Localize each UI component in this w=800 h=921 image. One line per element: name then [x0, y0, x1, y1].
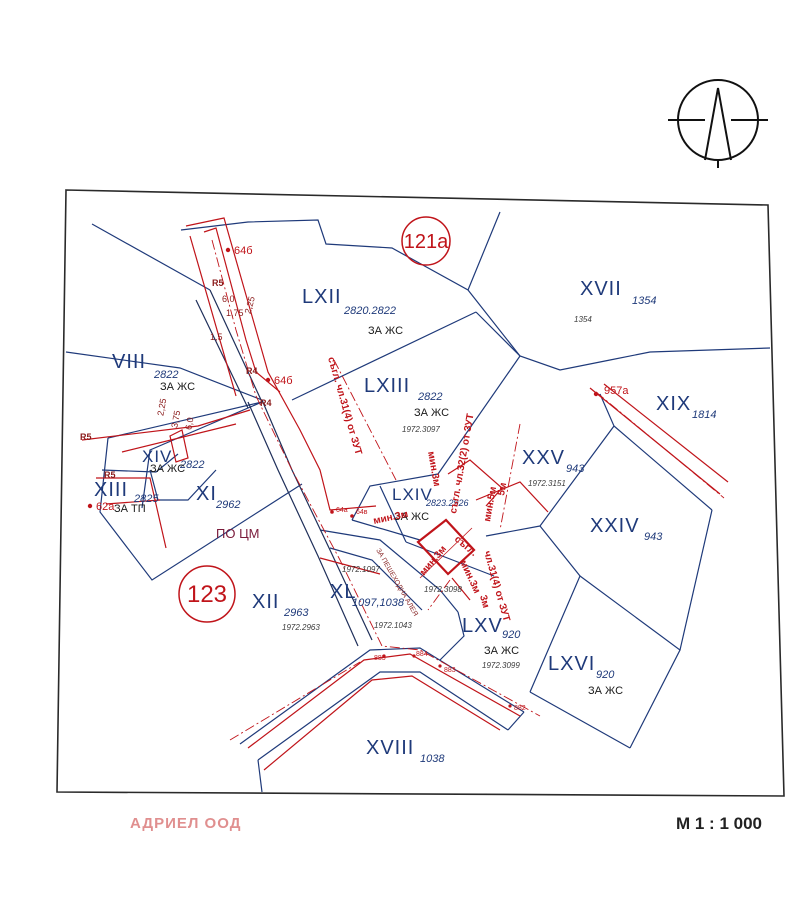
- plot-number: XL: [330, 581, 356, 603]
- plot-subnumber: 2822: [179, 459, 204, 471]
- dimension-label: 3,75: [169, 410, 182, 429]
- plot-subnumber: 2822: [417, 391, 442, 403]
- north-arrow-icon: [668, 79, 768, 168]
- plot-subnumber: 2822: [153, 369, 178, 381]
- plot-use: ЗА ЖС: [414, 407, 449, 419]
- plot-number: XIII: [94, 479, 128, 501]
- company-name: АДРИЕЛ ООД: [130, 815, 242, 832]
- plot-number: LXVI: [548, 653, 595, 675]
- plot-ref: 1972.2963: [282, 623, 320, 632]
- dimension-label: 1,75: [226, 308, 244, 318]
- plot-use: ПО ЦМ: [216, 526, 260, 541]
- plot-number: XIV: [142, 447, 172, 466]
- dimension-label: 2,25: [243, 295, 257, 315]
- plot-subnumber: 920: [596, 669, 615, 681]
- point-label: 957а: [604, 385, 629, 397]
- point-label: 882: [514, 705, 526, 712]
- radius-label: R4: [260, 398, 272, 408]
- block-121a: 121а: [401, 216, 451, 266]
- plot-use: ЗА ЖС: [150, 463, 185, 475]
- plot-boundaries: [65, 211, 771, 793]
- plot-number: VIII: [112, 351, 146, 373]
- radius-label: R5: [212, 278, 224, 288]
- map-frame: [56, 189, 785, 797]
- dimension-label: 6,0: [222, 294, 235, 304]
- plot-number: XII: [252, 591, 279, 613]
- plot-number: XVII: [580, 278, 622, 300]
- point-label: 64б: [234, 245, 253, 257]
- point-label: 885: [374, 655, 386, 662]
- plot-number: XXIV: [590, 515, 640, 537]
- road-lines: [195, 289, 373, 647]
- plot-subnumber: 1097,1038: [352, 597, 405, 609]
- radius-label: R4: [246, 366, 258, 376]
- plot-subnumber: 2825: [133, 493, 159, 505]
- plot-subnumber: 1814: [692, 409, 716, 421]
- plot-subnumber: 920: [502, 629, 521, 641]
- plot-number: XIX: [656, 393, 691, 415]
- plot-number: LXIII: [364, 375, 410, 397]
- plot-number: XI: [196, 483, 217, 505]
- regulation-note: 5м: [496, 482, 509, 497]
- plot-number: XVIII: [366, 737, 414, 759]
- point-label: 62а: [96, 501, 115, 513]
- plot-use: ЗА ЖС: [484, 645, 519, 657]
- plot-use: ЗА ЖС: [394, 511, 429, 523]
- plot-number: LXII: [302, 286, 342, 308]
- point-label: 64а: [336, 507, 348, 514]
- radius-label: R5: [80, 432, 92, 442]
- regulation-note: 3м: [477, 594, 491, 609]
- point-label: 64б: [274, 375, 293, 387]
- plot-subnumber: 1038: [420, 753, 445, 765]
- block-label: 121а: [404, 231, 449, 253]
- dimension-label: 2,25: [155, 398, 168, 417]
- plot-subnumber: 1354: [632, 295, 656, 307]
- dimension-label: 1,5: [210, 332, 223, 342]
- plot-number: XXV: [522, 447, 565, 469]
- block-label: 123: [187, 581, 227, 608]
- plot-ref-extra: 1972.1097: [342, 565, 380, 574]
- plot-number: LXV: [462, 615, 503, 637]
- block-123: 123: [178, 565, 236, 623]
- plot-ref: 1354: [574, 315, 592, 324]
- point-label: 883: [444, 667, 456, 674]
- plot-ref: 1972.3097: [402, 425, 440, 434]
- plot-subnumber: 943: [644, 531, 663, 543]
- plot-ref: 1972.3151: [528, 479, 566, 488]
- plot-subnumber: 2823.2926: [425, 498, 469, 508]
- plot-ref: 1972.3099: [482, 661, 520, 670]
- plot-use: ЗА ЖС: [368, 325, 403, 337]
- plot-subnumber: 943: [566, 463, 585, 475]
- scale-label: М 1 : 1 000: [676, 814, 762, 833]
- plot-use: ЗА ТП: [114, 503, 146, 515]
- plot-ref: 1972.3098: [424, 585, 462, 594]
- point-label: 64в: [356, 509, 368, 516]
- plot-number: LXIV: [392, 485, 433, 504]
- point-markers: [87, 247, 599, 708]
- plot-use: ЗА ЖС: [588, 685, 623, 697]
- point-label: 884: [416, 651, 428, 658]
- plot-use: ЗА ЖС: [160, 381, 195, 393]
- plot-ref: 1972.1043: [374, 621, 412, 630]
- plot-subnumber: 2963: [283, 607, 309, 619]
- centerlines: [211, 239, 725, 741]
- plot-subnumber: 2820.2822: [343, 305, 396, 317]
- dimension-label: 6,0: [183, 417, 195, 431]
- plot-subnumber: 2962: [215, 499, 240, 511]
- radius-label: R5: [104, 470, 116, 480]
